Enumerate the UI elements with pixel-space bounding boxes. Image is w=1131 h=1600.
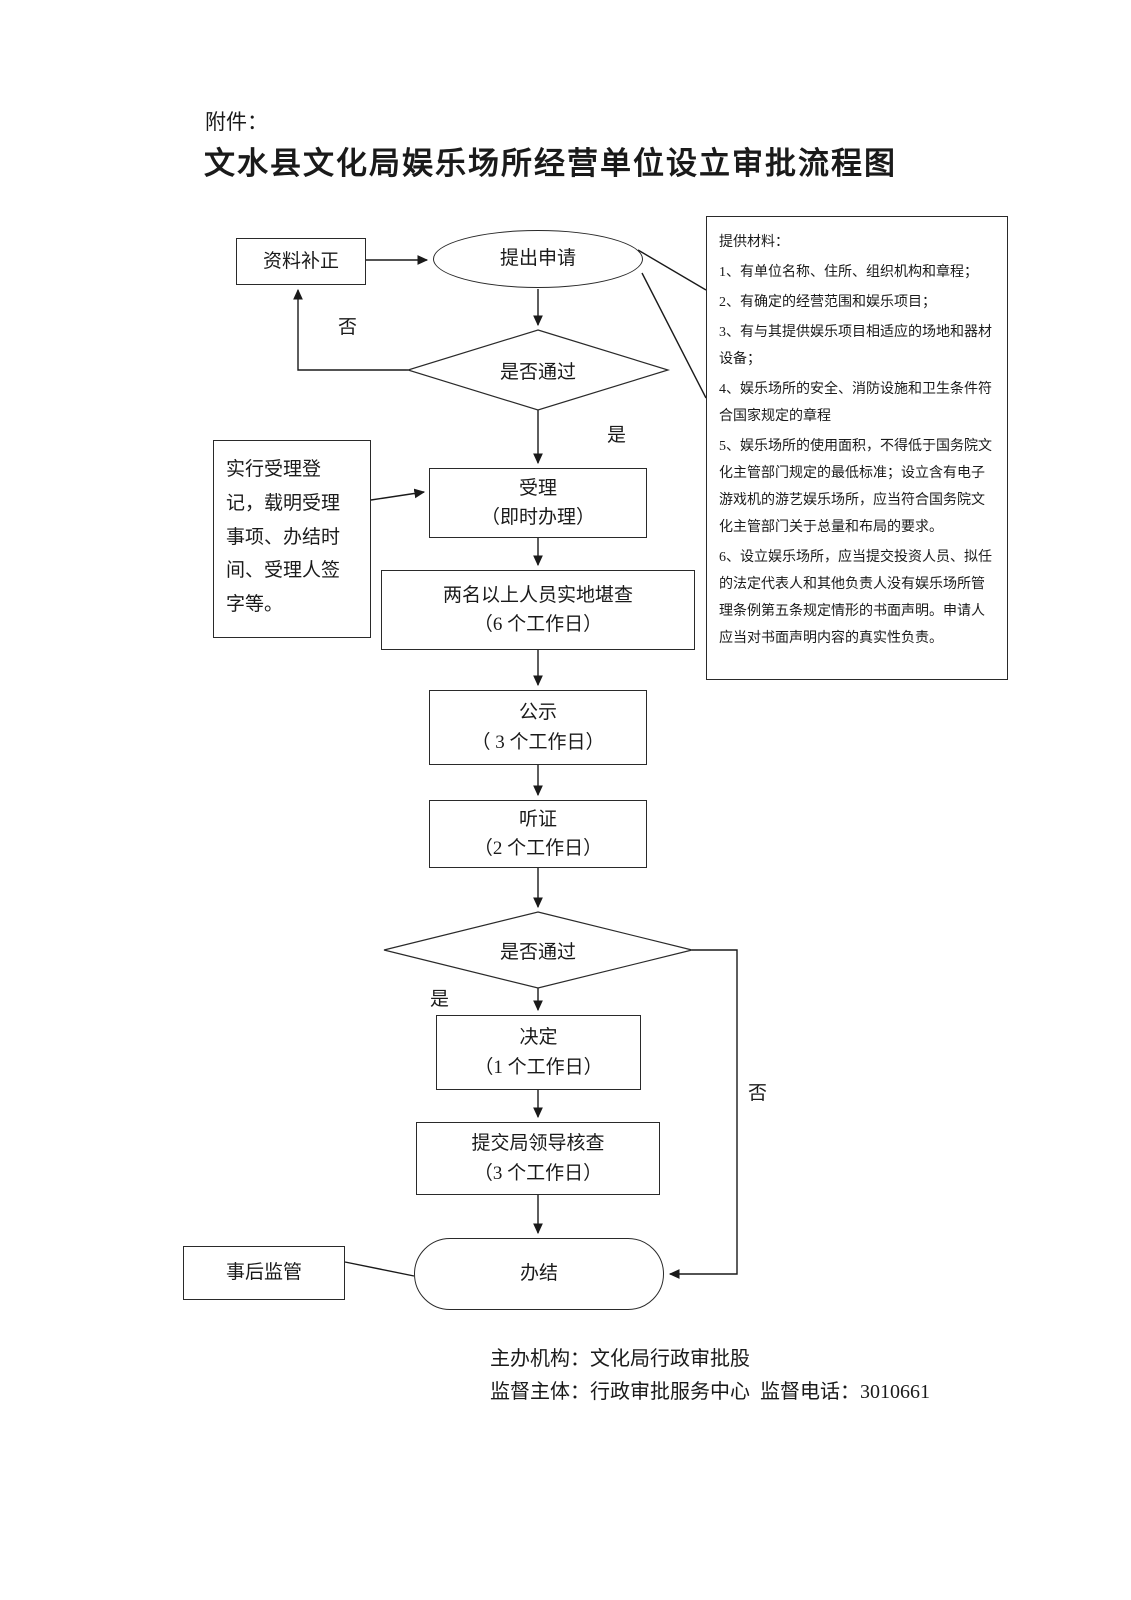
materials-item: 4、娱乐场所的安全、消防设施和卫生条件符合国家规定的章程 (719, 382, 992, 424)
node-survey-line1: 两名以上人员实地堪查 (442, 584, 633, 606)
node-decide: 决定 （1 个工作日） (436, 1015, 641, 1090)
materials-item: 3、有与其提供娱乐项目相适应的场地和器材设备； (719, 325, 992, 367)
connector-decision1-no-correction (293, 288, 408, 371)
materials-box: 提供材料： 1、有单位名称、住所、组织机构和章程； 2、有确定的经营范围和娱乐项… (706, 216, 1008, 680)
attachment-label: 附件： (205, 110, 268, 134)
node-publicity-line1: 公示 (518, 702, 557, 724)
node-publicity-line2: （ 3 个工作日） (471, 731, 605, 753)
decision1-no-label: 否 (338, 317, 358, 338)
node-supervision: 事后监管 (183, 1246, 345, 1300)
decision1-diamond (405, 329, 671, 411)
decision2-no-label: 否 (748, 1083, 768, 1104)
node-submit: 提交局领导核查 （3 个工作日） (416, 1122, 660, 1195)
node-apply: 提出申请 (433, 230, 643, 288)
node-finish: 办结 (414, 1238, 664, 1310)
node-decide-line2: （1 个工作日） (474, 1056, 603, 1078)
connector-decision2-no-finish (668, 949, 738, 1279)
connector-supervision-finish (344, 1261, 415, 1277)
node-finish-label: 办结 (519, 1263, 558, 1285)
note-registration-text: 实行受理登记，载明受理事项、办结时间、受理人签字等。 (226, 459, 341, 616)
node-accept: 受理 （即时办理） (429, 468, 647, 538)
callout-line-top (637, 249, 707, 291)
node-survey: 两名以上人员实地堪查 （6 个工作日） (381, 570, 695, 650)
node-hearing: 听证 （2 个工作日） (429, 800, 647, 868)
decision2-label: 是否通过 (499, 941, 576, 963)
decision1-yes-label: 是 (607, 425, 627, 446)
connector-note-accept (370, 488, 426, 501)
node-hearing-line1: 听证 (518, 808, 557, 830)
node-correction: 资料补正 (236, 238, 366, 285)
decision1-label: 是否通过 (499, 361, 576, 383)
node-survey-line2: （6 个工作日） (473, 614, 603, 635)
node-submit-line1: 提交局领导核查 (471, 1133, 605, 1155)
node-hearing-line2: （2 个工作日） (473, 838, 603, 859)
materials-item: 2、有确定的经营范围和娱乐项目； (719, 295, 936, 310)
node-decide-line1: 决定 (519, 1027, 558, 1049)
materials-item: 6、设立娱乐场所，应当提交投资人员、拟任的法定代表人和其他负责人没有娱乐场所管理… (719, 550, 992, 646)
decision2-diamond (383, 911, 693, 989)
note-registration: 实行受理登记，载明受理事项、办结时间、受理人签字等。 (213, 440, 371, 638)
node-accept-line1: 受理 (518, 477, 557, 499)
decision2-yes-label: 是 (430, 989, 450, 1010)
node-publicity: 公示 （ 3 个工作日） (429, 690, 647, 765)
footer-supervisor: 监督主体：行政审批服务中心 监督电话：3010661 (490, 1381, 930, 1403)
callout-line-bottom (641, 272, 707, 399)
materials-heading: 提供材料： (719, 235, 789, 250)
node-supervision-label: 事后监管 (225, 1262, 302, 1284)
node-apply-label: 提出申请 (499, 248, 576, 270)
node-submit-line2: （3 个工作日） (473, 1162, 603, 1184)
footer-organizer: 主办机构：文化局行政审批股 (490, 1348, 750, 1370)
materials-item: 5、娱乐场所的使用面积，不得低于国务院文化主管部门规定的最低标准；设立含有电子游… (719, 439, 992, 535)
page-title: 文水县文化局娱乐场所经营单位设立审批流程图 (204, 146, 897, 181)
materials-item: 1、有单位名称、住所、组织机构和章程； (719, 265, 978, 280)
node-correction-label: 资料补正 (262, 250, 339, 272)
node-accept-line2: （即时办理） (480, 507, 595, 528)
